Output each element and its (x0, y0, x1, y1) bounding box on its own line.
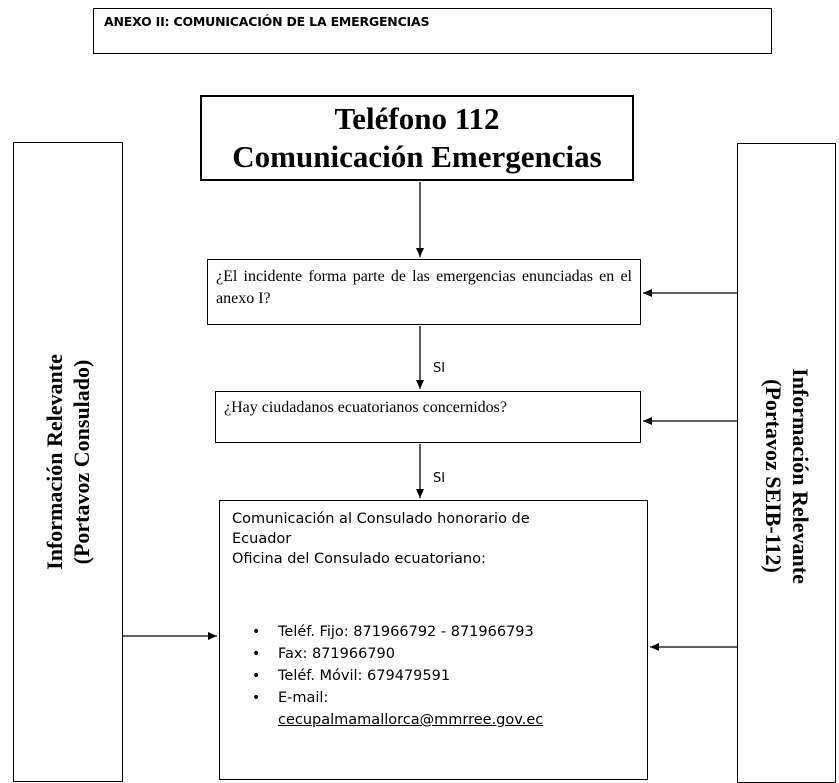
consulate-box: Comunicación al Consulado honorario de E… (219, 500, 648, 780)
consulate-line3: Oficina del Consulado ecuatoriano: (232, 551, 486, 567)
contact-email: • E-mail: (252, 687, 543, 709)
contact-mobile: • Teléf. Móvil: 679479591 (252, 665, 543, 687)
question2-text: ¿Hay ciudadanos ecuatorianos concernidos… (224, 399, 507, 416)
bullet-icon: • (252, 646, 261, 662)
contact-fax: • Fax: 871966790 (252, 643, 543, 665)
consulate-heading: Comunicación al Consulado honorario de E… (232, 509, 637, 569)
question1-text: ¿El incidente forma parte de las emergen… (216, 268, 632, 307)
email-link[interactable]: cecupalmamallorca@mmrree.gov.ec (278, 712, 544, 728)
phone-box: Teléfono 112 Comunicación Emergencias (200, 95, 634, 181)
contact-fax-text: Fax: 871966790 (278, 646, 395, 662)
contact-email-address[interactable]: cecupalmamallorca@mmrree.gov.ec (252, 709, 543, 731)
bullet-icon: • (252, 668, 261, 684)
left-info-panel: Información Relevante (Portavoz Consulad… (13, 142, 123, 782)
contact-mobile-text: Teléf. Móvil: 679479591 (278, 668, 451, 684)
contact-email-label: E-mail: (278, 690, 329, 706)
contact-phone: • Teléf. Fijo: 871966792 - 871966793 (252, 621, 543, 643)
question2-box: ¿Hay ciudadanos ecuatorianos concernidos… (215, 391, 641, 443)
phone-title: Teléfono 112 (334, 101, 500, 136)
header-title: ANEXO II: COMUNICACIÓN DE LA EMERGENCIAS (104, 14, 430, 29)
edge-label-si-1: SI (433, 361, 446, 376)
bullet-icon: • (252, 624, 261, 640)
consulate-line2: Ecuador (232, 531, 292, 547)
bullet-icon: • (252, 690, 261, 706)
contact-phone-text: Teléf. Fijo: 871966792 - 871966793 (278, 624, 534, 640)
question1-box: ¿El incidente forma parte de las emergen… (207, 259, 641, 325)
header-box: ANEXO II: COMUNICACIÓN DE LA EMERGENCIAS (93, 8, 772, 54)
connector-arrows (123, 182, 737, 651)
consulate-line1: Comunicación al Consulado honorario de (232, 511, 530, 527)
phone-subtitle: Comunicación Emergencias (232, 139, 602, 174)
contact-list: • Teléf. Fijo: 871966792 - 871966793 • Fax… (252, 621, 543, 731)
edge-label-si-2: SI (433, 471, 446, 486)
